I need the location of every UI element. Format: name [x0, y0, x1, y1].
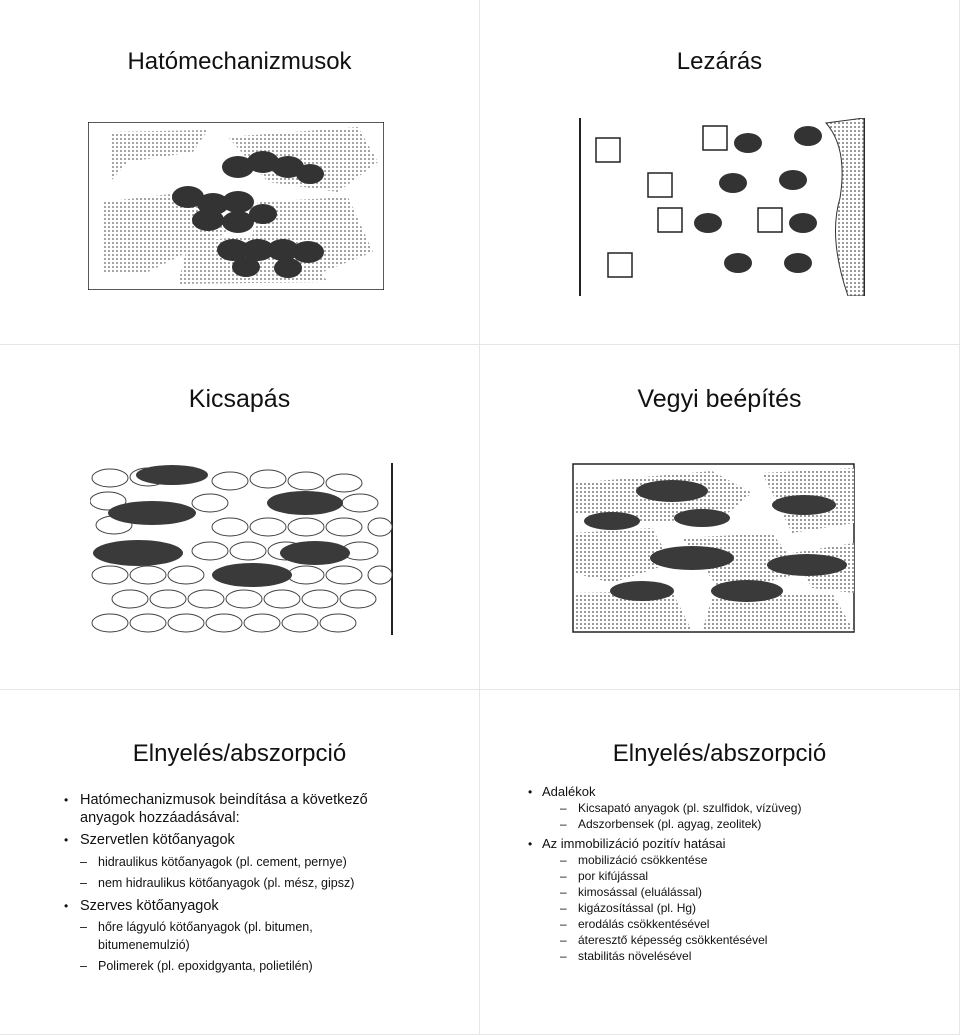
list-item: Szerves kötőanyagok — [0, 898, 479, 916]
list-item: hidraulikus kötőanyagok (pl. cement, per… — [0, 854, 479, 872]
list-item: por kifújással — [480, 868, 959, 884]
list-item: áteresztő képesség csökkentésével — [480, 932, 959, 948]
list-item: kigázosítással (pl. Hg) — [480, 900, 959, 916]
list-item: Adszorbensek (pl. agyag, zeolitek) — [480, 816, 959, 832]
list-item: kimosással (eluálással) — [480, 884, 959, 900]
list-item: stabilitás növelésével — [480, 948, 959, 964]
slide-lezaras: Lezárás — [480, 0, 960, 345]
list-item: hőre lágyuló kötőanyagok (pl. bitumen, b… — [0, 919, 348, 954]
bullet-list: Adalékok Kicsapató anyagok (pl. szulfido… — [480, 780, 959, 964]
slide-vegyi-beepites: Vegyi beépítés — [480, 345, 960, 690]
slide-kicsapas: Kicsapás — [0, 345, 480, 690]
list-item: mobilizáció csökkentése — [480, 852, 959, 868]
slide-title: Vegyi beépítés — [637, 385, 802, 413]
slide-hatomechanizmusok: Hatómechanizmusok — [0, 0, 480, 345]
encapsulation-figure — [579, 118, 865, 296]
list-item: Adalékok — [480, 784, 959, 800]
precipitation-figure — [90, 463, 393, 635]
slide-title: Kicsapás — [188, 385, 291, 413]
list-item: erodálás csökkentésével — [480, 916, 959, 932]
bullet-list: Hatómechanizmusok beindítása a következő… — [0, 787, 479, 976]
list-item: nem hidraulikus kötőanyagok (pl. mész, g… — [0, 875, 479, 893]
slide-elnyeles-1: Elnyelés/abszorpció Hatómechanizmusok be… — [0, 690, 480, 1035]
list-item: Kicsapató anyagok (pl. szulfidok, vízüve… — [480, 800, 959, 816]
chemical-fixation-figure — [572, 463, 855, 633]
slide-elnyeles-2: Elnyelés/abszorpció Adalékok Kicsapató a… — [480, 690, 960, 1035]
list-item: Az immobilizáció pozitív hatásai — [480, 836, 959, 852]
list-item: Hatómechanizmusok beindítása a következő… — [0, 792, 400, 827]
list-item: Szervetlen kötőanyagok — [0, 832, 479, 850]
slide-title: Elnyelés/abszorpció — [132, 740, 347, 767]
stabilization-figure — [88, 122, 384, 290]
slide-title: Hatómechanizmusok — [127, 48, 352, 75]
slide-title: Lezárás — [676, 48, 763, 75]
list-item: Polimerek (pl. epoxidgyanta, polietilén) — [0, 958, 479, 976]
slide-title: Elnyelés/abszorpció — [612, 740, 827, 767]
